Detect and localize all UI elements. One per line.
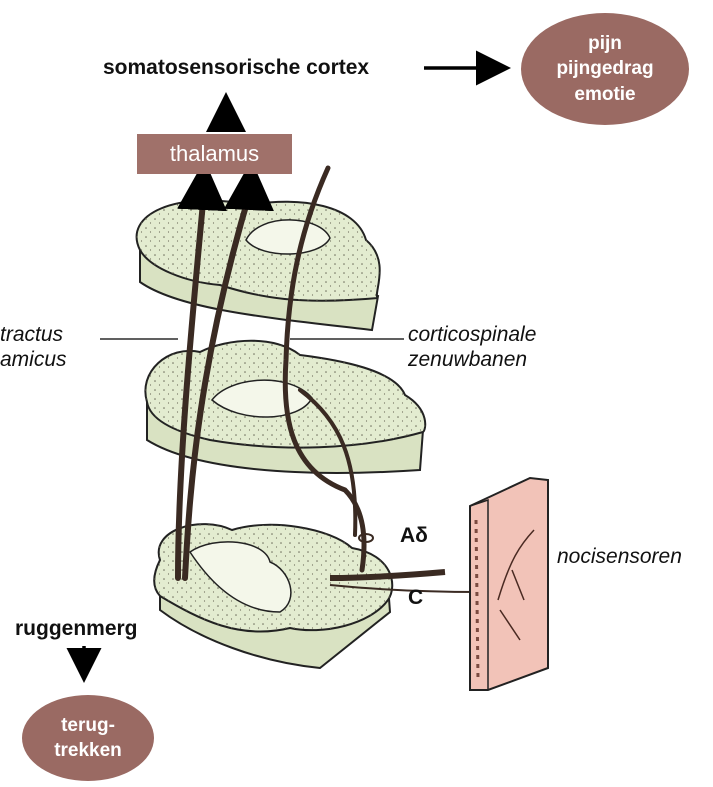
corticospinal-label-line-2: zenuwbanen <box>408 348 527 372</box>
c-fiber-label: C <box>408 586 423 610</box>
pain-outcome-line-2: pijngedrag <box>556 56 653 81</box>
reflex-outcome-line-2: trekken <box>54 738 122 763</box>
thalamus-box: thalamus <box>137 134 292 174</box>
ruggenmerg-label: ruggenmerg <box>15 617 138 641</box>
reflex-outcome-oval: terug- trekken <box>22 695 154 781</box>
cortex-label: somatosensorische cortex <box>103 56 369 80</box>
nocisensoren-label: nocisensoren <box>557 545 682 569</box>
corticospinal-label-line-1: corticospinale <box>408 323 536 347</box>
pain-outcome-line-3: emotie <box>574 82 635 107</box>
tractus-label-line-2: amicus <box>0 348 67 372</box>
spinal-section-top <box>137 200 380 330</box>
a-delta-label: Aδ <box>400 524 428 548</box>
reflex-outcome-line-1: terug- <box>61 713 115 738</box>
pain-outcome-oval: pijn pijngedrag emotie <box>521 13 689 125</box>
tractus-label-line-1: tractus <box>0 323 63 347</box>
skin-block <box>470 478 548 690</box>
spinal-section-bottom <box>154 524 392 668</box>
pain-outcome-line-1: pijn <box>588 31 622 56</box>
